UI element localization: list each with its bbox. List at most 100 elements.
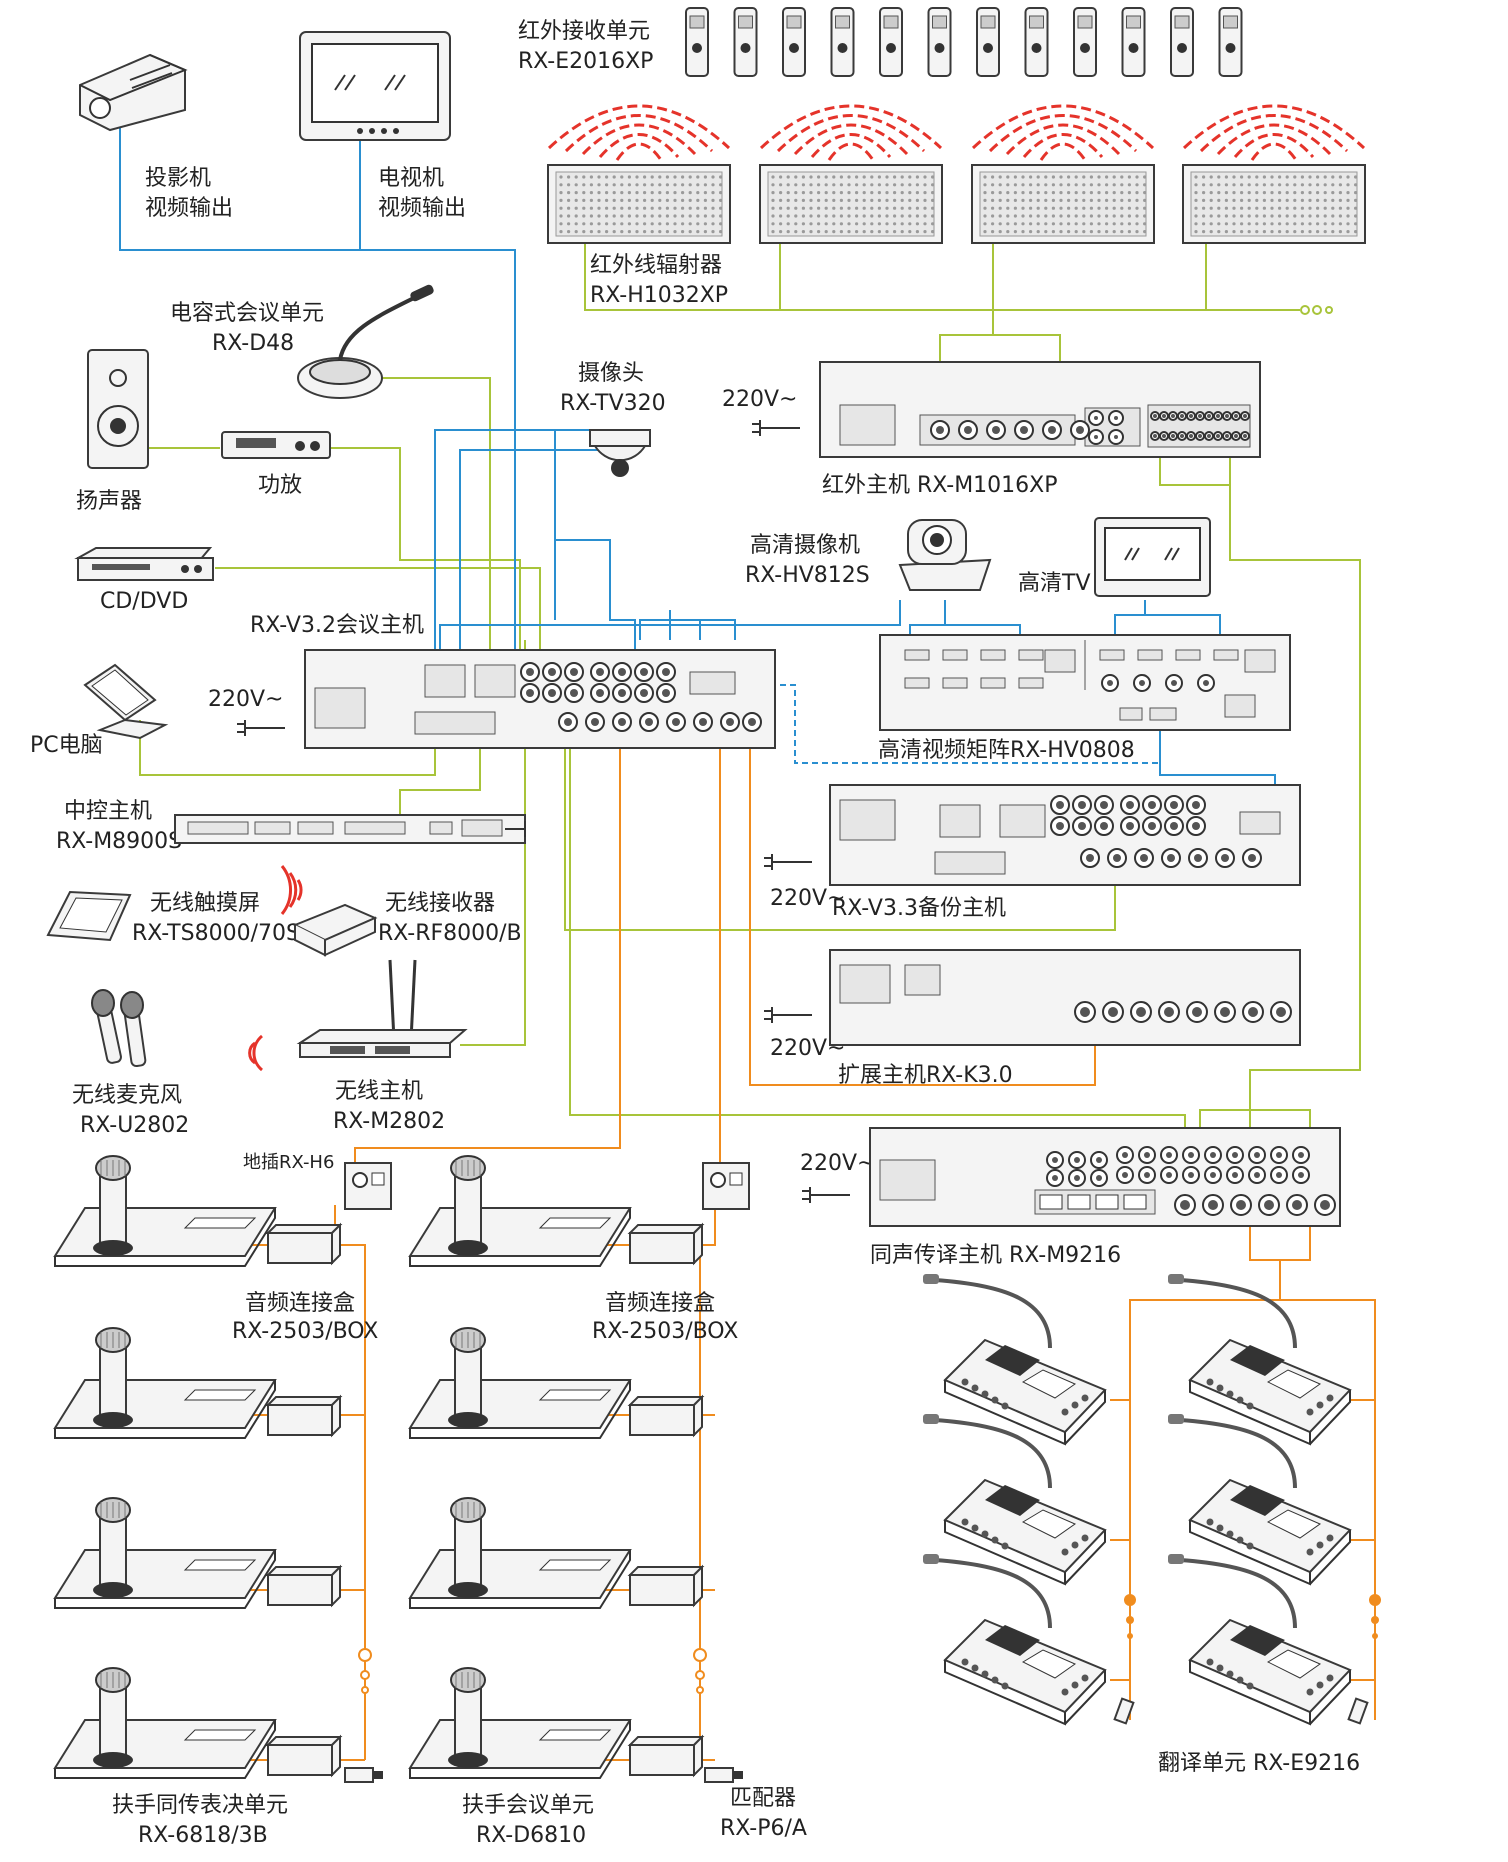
projector-video-cable bbox=[119, 120, 516, 680]
ir-receiver-unit bbox=[1170, 7, 1194, 77]
camera-name: 摄像头 bbox=[578, 361, 644, 386]
audio-box-right-model: RX-2503/BOX bbox=[592, 1319, 738, 1344]
power-plug-icon-5 bbox=[764, 1007, 812, 1023]
translator-chain-dots bbox=[1124, 1594, 1381, 1639]
floor-socket-icon-right bbox=[702, 1162, 750, 1210]
matcher-model: RX-P6/A bbox=[720, 1816, 807, 1841]
hd-tv-cable bbox=[1114, 600, 1221, 640]
translator-bus-cable bbox=[1129, 1195, 1376, 1720]
ir-wave bbox=[1039, 142, 1087, 161]
cd-dvd-icon bbox=[74, 547, 214, 581]
expansion-host-jacks bbox=[1074, 1001, 1292, 1023]
ir-wave bbox=[1022, 133, 1104, 158]
matcher-name: 匹配器 bbox=[730, 1786, 796, 1811]
ir-wave bbox=[581, 123, 697, 156]
ir-receiver-unit bbox=[1073, 7, 1097, 77]
dome-camera-icon bbox=[589, 429, 651, 477]
hd-camera-name: 高清摄像机 bbox=[750, 533, 860, 558]
audio-connection-box bbox=[627, 1394, 705, 1438]
projector-label-1: 投影机 bbox=[145, 166, 211, 191]
translator-units bbox=[923, 1274, 1352, 1726]
translator-unit bbox=[1168, 1414, 1352, 1586]
translator-links bbox=[1110, 1399, 1375, 1681]
central-control-cable bbox=[399, 735, 481, 820]
main-host-name: RX-V3.2会议主机 bbox=[250, 613, 424, 638]
ir-wave bbox=[1250, 142, 1298, 161]
amplifier-label: 功放 bbox=[258, 473, 302, 498]
ir-receiver-unit bbox=[830, 7, 855, 77]
ir-radiator-unit bbox=[759, 104, 943, 244]
expansion-host-power: 220V~ bbox=[770, 1036, 845, 1061]
armrest-sim-model: RX-6818/3B bbox=[138, 1823, 268, 1848]
hd-camera-icon bbox=[898, 519, 992, 591]
capacitive-unit-model: RX-D48 bbox=[212, 331, 294, 356]
hd-matrix-device bbox=[879, 634, 1291, 731]
signal-icon bbox=[280, 865, 303, 915]
capacitive-unit-name: 电容式会议单元 bbox=[170, 301, 324, 326]
audio-box-left-model: RX-2503/BOX bbox=[232, 1319, 378, 1344]
central-control-device bbox=[174, 814, 526, 844]
ir-receiver-unit bbox=[685, 7, 709, 77]
armrest-conf-model: RX-D6810 bbox=[476, 1823, 586, 1848]
wireless-host-name: 无线主机 bbox=[335, 1079, 423, 1104]
expansion-host-cable bbox=[749, 735, 1096, 1086]
power-plug-icon-3 bbox=[505, 821, 526, 837]
wireless-host-model: RX-M2802 bbox=[333, 1109, 445, 1134]
armrest-unit bbox=[53, 1327, 277, 1439]
audio-connection-box bbox=[265, 1734, 343, 1778]
terminator-icon-translator-right bbox=[1347, 1697, 1369, 1725]
power-plug-icon-4 bbox=[764, 854, 812, 870]
ir-host-jacks bbox=[930, 410, 1250, 445]
main-host-power: 220V~ bbox=[208, 687, 283, 712]
wireless-receiver-model: RX-RF8000/B bbox=[378, 921, 522, 946]
power-plug-icon-6 bbox=[802, 1187, 850, 1203]
ir-receiver-unit bbox=[927, 7, 952, 77]
power-plug-icon-2 bbox=[237, 720, 285, 736]
floor-socket-label: 地插RX-H6 bbox=[243, 1152, 334, 1173]
terminator-icon-mid bbox=[704, 1767, 743, 1783]
ir-receiver-unit bbox=[1218, 7, 1243, 77]
backup-host-jacks bbox=[1050, 795, 1262, 868]
sim-host-jacks bbox=[1039, 1146, 1336, 1216]
expansion-host-name: 扩展主机RX-K3.0 bbox=[838, 1063, 1013, 1088]
sim-host-name: 同声传译主机 RX-M9216 bbox=[870, 1243, 1121, 1268]
cd-dvd-cable bbox=[215, 567, 541, 660]
tv-label-2: 视频输出 bbox=[378, 196, 466, 221]
capacitive-unit-icon bbox=[297, 284, 434, 399]
armrest-unit bbox=[53, 1497, 277, 1609]
audio-connection-box bbox=[627, 1734, 705, 1778]
central-control-name: 中控主机 bbox=[64, 799, 152, 824]
ir-radiators bbox=[547, 104, 1366, 244]
wireless-host-cable bbox=[460, 640, 526, 1046]
ir-wave bbox=[988, 114, 1138, 153]
ir-wave bbox=[615, 142, 663, 161]
translator-unit bbox=[1168, 1554, 1352, 1726]
sim-host-top-cable bbox=[1199, 1109, 1311, 1130]
hd-tv-label: 高清TV bbox=[1018, 571, 1091, 596]
ir-receiver-name: 红外接收单元 bbox=[518, 19, 650, 44]
main-to-matrix-cable bbox=[639, 610, 736, 640]
ir-receiver-unit bbox=[1024, 7, 1049, 77]
tv-label-1: 电视机 bbox=[378, 166, 444, 191]
floor-socket-left-cable bbox=[354, 735, 621, 1175]
terminator-icon-translator-left bbox=[1113, 1697, 1135, 1725]
ir-wave bbox=[1216, 123, 1332, 156]
backup-host-power: 220V~ bbox=[770, 886, 845, 911]
audio-box-left-name: 音频连接盒 bbox=[245, 1291, 355, 1316]
armrest-sim-name: 扶手同传表决单元 bbox=[112, 1793, 288, 1818]
audio-connection-box bbox=[627, 1564, 705, 1608]
ir-wave bbox=[1199, 114, 1349, 153]
signal-icon-2 bbox=[248, 1034, 264, 1072]
ir-wave bbox=[598, 133, 680, 158]
ir-radiator-model: RX-H1032XP bbox=[590, 283, 728, 308]
main-host-jacks bbox=[520, 662, 762, 732]
camera-model: RX-TV320 bbox=[560, 391, 666, 416]
ir-receiver-model: RX-E2016XP bbox=[518, 49, 653, 74]
backup-host-cable bbox=[564, 735, 1116, 931]
wireless-mic-name: 无线麦克风 bbox=[72, 1083, 182, 1108]
ir-radiator-name: 红外线辐射器 bbox=[590, 253, 722, 278]
hd-tv-icon bbox=[1094, 517, 1211, 597]
audio-connection-box bbox=[265, 1564, 343, 1608]
armrest-unit bbox=[408, 1327, 632, 1439]
